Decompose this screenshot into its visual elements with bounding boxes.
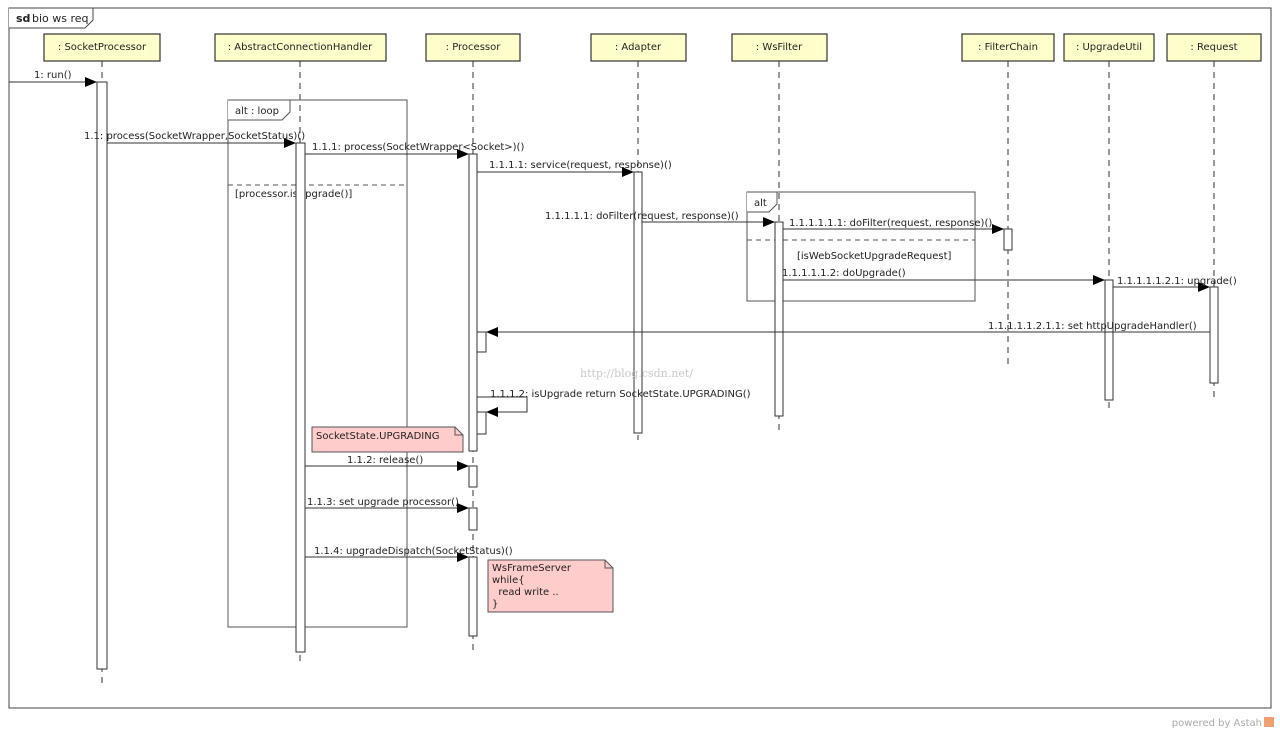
activations (96, 81, 1219, 670)
activation-processor-callback (476, 331, 487, 353)
alt-fragment: alt [isWebSocketUpgradeRequest] (746, 191, 976, 302)
alt-fragment-guard: [isWebSocketUpgradeRequest] (797, 251, 952, 262)
astah-logo-icon (1264, 717, 1274, 727)
message-label-m112: 1.1.2: release() (347, 455, 423, 466)
lifeline-label-handler: : AbstractConnectionHandler (228, 42, 373, 53)
note-wsframe-line-1: WsFrameServer (492, 563, 572, 574)
lifeline-header-socketprocessor[interactable] (43, 33, 161, 62)
frame-keyword: sd (16, 12, 30, 25)
note-wsframe-line-4: } (492, 599, 498, 610)
activation-handler (295, 142, 306, 653)
activation-wsfilter (774, 221, 784, 417)
lifeline-label-upgradeutil: : UpgradeUtil (1076, 42, 1142, 53)
activation-adapter (633, 171, 643, 434)
watermark-text: http://blog.csdn.net/ (580, 367, 693, 380)
lifeline-header-upgradeutil[interactable] (1063, 33, 1155, 62)
message-label-m1: 1: run() (34, 70, 72, 81)
diagram-frame: sd bio ws req (8, 7, 1272, 709)
lifeline-header-filterchain[interactable] (961, 33, 1055, 62)
activation-filterchain (1003, 228, 1013, 251)
lifeline-label-socketprocessor: : SocketProcessor (58, 42, 147, 53)
message-label-m111112: 1.1.1.1.1.2: doUpgrade() (782, 268, 906, 279)
message-label-m11: 1.1: process(SocketWrapper,SocketStatus)… (84, 131, 305, 142)
lifeline-label-processor: : Processor (446, 42, 502, 53)
loop-fragment: alt : loop [processor.isUpgrade()] (227, 99, 408, 628)
message-label-m1112: 1.1.1.2: isUpgrade return SocketState.UP… (490, 389, 751, 400)
note-wsframe-line-3: read write .. (492, 587, 559, 598)
activation-socketprocessor (96, 81, 108, 670)
loop-fragment-guard: [processor.isUpgrade()] (235, 189, 352, 200)
lifeline-header-request[interactable] (1166, 33, 1262, 62)
messages: 1: run() 1.1: process(SocketWrapper,Sock… (9, 70, 1237, 562)
lifeline-label-wsfilter: : WsFilter (756, 42, 803, 53)
message-label-m114: 1.1.4: upgradeDispatch(SocketStatus)() (314, 546, 513, 557)
activation-processor-setupgrade (468, 507, 478, 531)
message-label-m111111: 1.1.1.1.1.1: doFilter(request, response)… (789, 218, 992, 229)
note-wsframe: WsFrameServer while{ read write .. } (487, 559, 614, 613)
note-upgrading: SocketState.UPGRADING (311, 426, 464, 453)
message-label-m1111121: 1.1.1.1.1.2.1: upgrade() (1117, 276, 1237, 287)
message-label-m11111211: 1.1.1.1.1.2.1.1: set httpUpgradeHandler(… (988, 321, 1197, 332)
message-label-m113: 1.1.3: set upgrade processor() (307, 497, 459, 508)
activation-processor-dispatch (468, 556, 478, 637)
activation-upgradeutil (1104, 279, 1114, 401)
lifeline-label-adapter: : Adapter (615, 42, 662, 53)
activation-processor-self (476, 411, 487, 435)
powered-by-text: powered by Astah (1172, 718, 1262, 729)
lifeline-label-request: : Request (1190, 42, 1237, 53)
loop-fragment-label: alt : loop (235, 106, 279, 117)
alt-fragment-label: alt (754, 198, 767, 209)
activation-processor-main (468, 153, 478, 452)
lifeline-header-handler[interactable] (214, 33, 387, 62)
activation-request (1209, 286, 1219, 384)
activation-processor-release (468, 465, 478, 488)
message-label-m1111: 1.1.1.1: service(request, response)() (489, 160, 672, 171)
message-arrow-m1112[interactable] (477, 396, 528, 417)
note-wsframe-line-2: while{ (492, 575, 525, 586)
lifeline-headers: : SocketProcessor : AbstractConnectionHa… (43, 33, 1262, 62)
message-label-m111: 1.1.1: process(SocketWrapper<Socket>)() (312, 142, 524, 153)
note-upgrading-text: SocketState.UPGRADING (316, 431, 439, 442)
lifeline-label-filterchain: : FilterChain (978, 42, 1038, 53)
message-label-m11111: 1.1.1.1.1: doFilter(request, response)() (545, 211, 739, 222)
frame-name: bio ws req (32, 12, 89, 25)
